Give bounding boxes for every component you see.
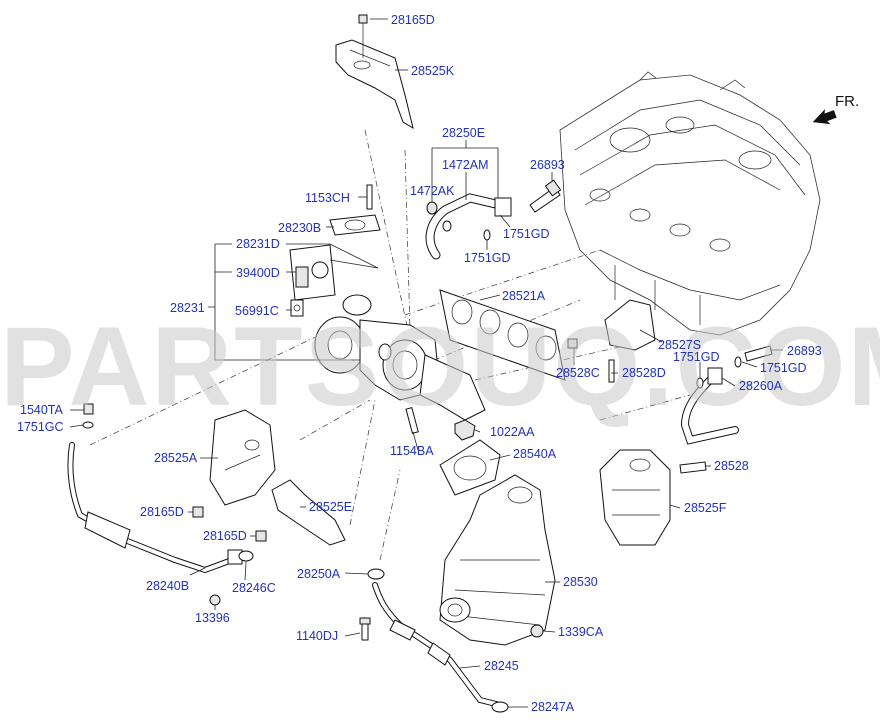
part-label[interactable]: 1339CA <box>558 625 604 639</box>
part-label[interactable]: 28245 <box>484 659 519 673</box>
nut-1339CA <box>530 624 544 638</box>
watermark-text: PARTSOUQ.COM <box>0 304 880 429</box>
part-label[interactable]: 1022AA <box>490 425 535 439</box>
turbocharger <box>314 294 441 401</box>
oil-line-28245 <box>372 582 503 708</box>
part-label[interactable]: 28165D <box>391 13 435 27</box>
part-label[interactable]: 28521A <box>502 289 546 303</box>
boost-sensor-56991C <box>290 299 304 317</box>
part-label[interactable]: 28247A <box>531 700 575 714</box>
part-label[interactable]: 28165D <box>203 529 247 543</box>
part-label[interactable]: 1154BA <box>390 444 434 458</box>
front-direction-indicator: FR. <box>812 93 859 125</box>
part-label[interactable]: 1140DJ <box>296 629 338 643</box>
part-label[interactable]: 28246C <box>232 581 276 595</box>
part-label[interactable]: 1751GC <box>17 420 64 434</box>
part-label[interactable]: 28528D <box>622 366 666 380</box>
wastegate-actuator <box>289 244 379 301</box>
part-label[interactable]: 39400D <box>236 266 280 280</box>
heat-shield-upper <box>335 39 414 130</box>
eye-bolt-right <box>744 345 773 362</box>
oil-feed-line-left <box>67 442 243 574</box>
part-label[interactable]: 28260A <box>739 379 783 393</box>
part-label[interactable]: 28527S <box>658 338 701 352</box>
part-labels: 28165D 28525K 28250E 1472AM 26893 1472AK… <box>17 13 822 714</box>
part-label[interactable]: 56991C <box>235 304 279 318</box>
part-label[interactable]: 1751GD <box>760 361 807 375</box>
part-label[interactable]: 28231D <box>236 237 280 251</box>
part-label[interactable]: 1751GD <box>503 227 550 241</box>
washer-1751GD-d <box>734 356 742 368</box>
gasket-28247A <box>491 701 509 713</box>
part-label[interactable]: 28528C <box>556 366 600 380</box>
part-label[interactable]: 1153CH <box>305 191 350 205</box>
leader-lines <box>69 18 783 708</box>
bolt-top <box>358 14 368 58</box>
manifold-gasket <box>439 289 566 381</box>
part-label[interactable]: 1472AK <box>410 184 455 198</box>
part-label[interactable]: 26893 <box>787 344 822 358</box>
part-label[interactable]: 28525F <box>684 501 727 515</box>
part-label[interactable]: 28525E <box>309 500 352 514</box>
nut-1022AA <box>454 419 476 441</box>
oil-feed-pipe <box>425 193 512 260</box>
part-label[interactable]: 28528 <box>714 459 749 473</box>
gasket-28250A <box>367 568 385 580</box>
washer-1751GD-a <box>483 229 491 241</box>
part-label[interactable]: 1540TA <box>20 403 64 417</box>
heat-shield-turbo <box>209 409 276 506</box>
eye-bolt-top <box>529 179 562 213</box>
bracket-28527S <box>604 299 656 351</box>
part-label[interactable]: 13396 <box>195 611 230 625</box>
part-label[interactable]: 28250A <box>297 567 341 581</box>
oil-return-pipe <box>680 367 739 445</box>
bolt-1540TA <box>83 403 94 415</box>
heat-shield-lower <box>271 479 346 546</box>
stud-1154BA <box>405 407 419 434</box>
gasket-28246C <box>238 550 254 562</box>
part-label[interactable]: 28525K <box>411 64 455 78</box>
part-label[interactable]: 1751GD <box>464 251 511 265</box>
bolt-28165D-mid <box>192 506 204 518</box>
part-label[interactable]: 28530 <box>563 575 598 589</box>
gasket-28540A <box>439 439 501 496</box>
gasket-28230B <box>329 214 381 236</box>
bolt-28165D-low <box>255 530 267 542</box>
heat-shield-converter <box>599 449 671 546</box>
part-label[interactable]: 28250E <box>442 126 485 140</box>
bolt-1140DJ <box>359 617 371 641</box>
stud-1153CH <box>366 184 373 210</box>
part-label[interactable]: 28230B <box>278 221 321 235</box>
part-label[interactable]: 26893 <box>530 158 565 172</box>
engine-block-illustration <box>559 71 821 336</box>
bolt-1472AK <box>426 201 438 215</box>
reference-lines <box>89 129 691 561</box>
bolt-28528 <box>679 461 707 474</box>
part-label[interactable]: 1751GD <box>673 350 720 364</box>
part-label[interactable]: 28231 <box>170 301 205 315</box>
nut-13396 <box>209 594 221 606</box>
part-label[interactable]: 1472AM <box>442 158 489 172</box>
part-label[interactable]: 28165D <box>140 505 184 519</box>
part-label[interactable]: 28525A <box>154 451 198 465</box>
catalytic-converter <box>439 474 556 646</box>
front-direction-label: FR. <box>835 93 859 110</box>
part-label[interactable]: 28540A <box>513 447 557 461</box>
part-label[interactable]: 28240B <box>146 579 189 593</box>
bolt-28528C <box>567 338 578 349</box>
bolt-28528D <box>608 359 615 383</box>
